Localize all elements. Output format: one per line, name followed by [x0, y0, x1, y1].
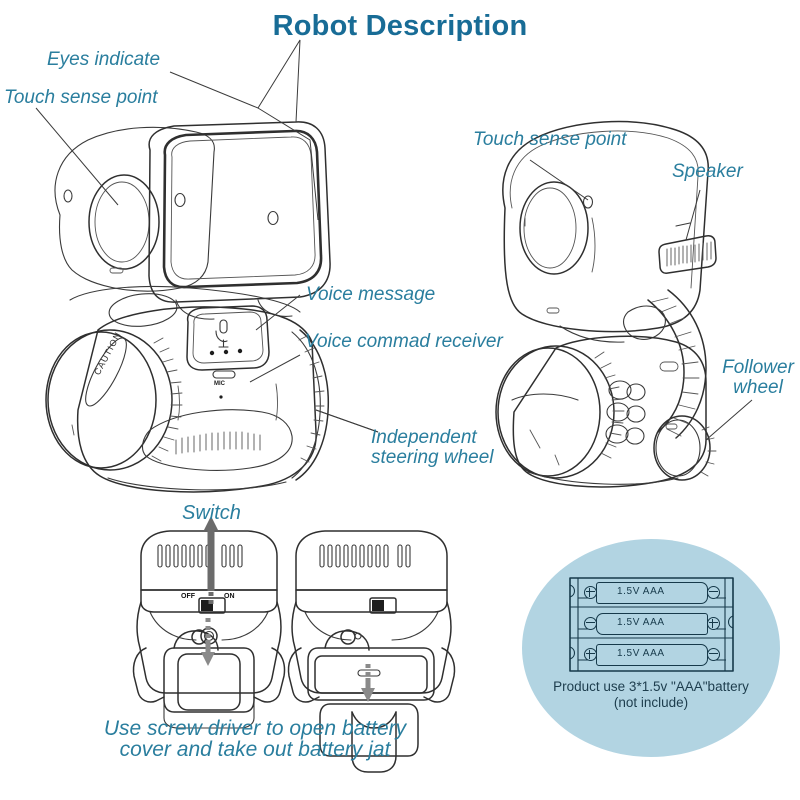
bottom-caption-line1: Use screw driver to open battery — [103, 717, 407, 740]
label-steering-line2: steering wheel — [371, 446, 494, 468]
label-touch-sense-point-right: Touch sense point — [473, 129, 627, 150]
leader-lines-right — [315, 159, 753, 441]
battery-caption-line1: Product use 3*1.5v "AAA"battery — [553, 679, 749, 694]
label-voice-commad-receiver: Voice commad receiver — [305, 331, 503, 352]
robot-side-illustration — [495, 120, 717, 488]
label-follower-wheel-line1: Follower — [722, 357, 794, 378]
label-eyes-indicate: Eyes indicate — [47, 49, 161, 70]
label-switch: Switch — [182, 502, 241, 524]
battery-caption: Product use 3*1.5v "AAA"battery (not inc… — [531, 679, 771, 711]
bottom-caption: Use screw driver to open battery cover a… — [70, 718, 440, 760]
label-touch-sense-point-left: Touch sense point — [4, 87, 158, 108]
robot-back-cover-off — [287, 530, 456, 773]
switch-on-text: ON — [224, 593, 235, 600]
bottom-caption-line2: cover and take out battery jat — [119, 738, 391, 761]
switch-off-text: OFF — [181, 593, 195, 600]
battery-panel-illustration — [522, 539, 780, 757]
robot-back-cover-on — [132, 516, 286, 729]
label-follower-wheel-line2: wheel — [733, 376, 783, 398]
label-steering-line1: Independent — [371, 427, 477, 448]
label-speaker: Speaker — [672, 161, 743, 182]
label-follower-wheel: Follower wheel — [718, 358, 798, 398]
label-independent-steering-wheel: Independent steering wheel — [371, 428, 501, 468]
robot-front-illustration — [45, 121, 331, 493]
battery-caption-line2: (not include) — [613, 694, 689, 710]
mic-label: MIC — [214, 381, 225, 387]
page-title: Robot Description — [272, 10, 528, 42]
label-voice-message: Voice message — [306, 284, 436, 305]
